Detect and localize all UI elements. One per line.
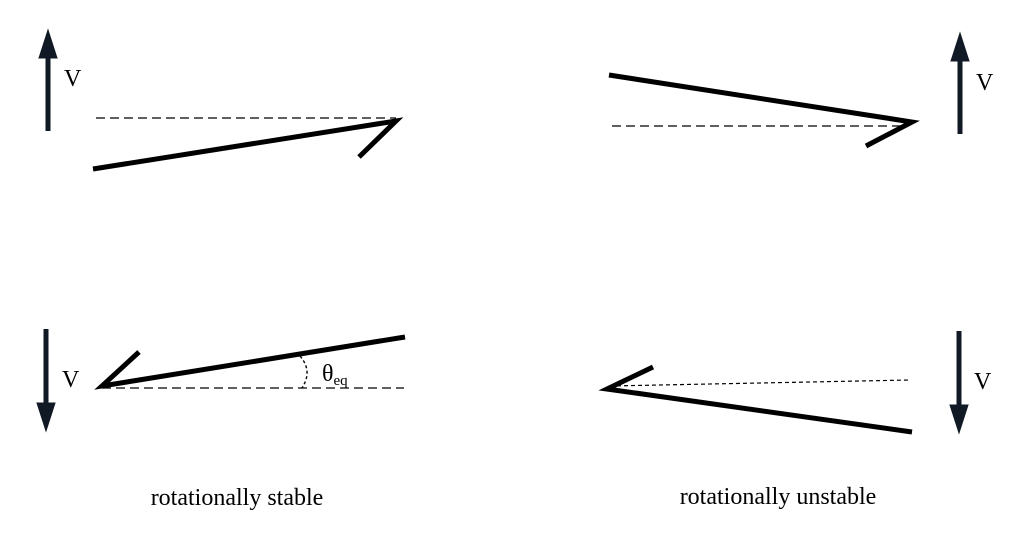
- caption-unstable: rotationally unstable: [680, 484, 877, 510]
- velocity-up-arrow-icon: [38, 28, 58, 131]
- velocity-down-arrow-icon: [949, 331, 969, 435]
- velocity-down-arrow-icon: [36, 329, 56, 433]
- velocity-label: V: [64, 66, 82, 92]
- angle-symbol: θ: [322, 361, 334, 387]
- velocity-label: V: [976, 70, 994, 96]
- velocity-label: V: [974, 369, 992, 395]
- panel-top-right: V: [608, 31, 994, 149]
- velocity-up-arrow-icon: [950, 31, 970, 134]
- velocity-label: V: [62, 367, 80, 393]
- caption-stable: rotationally stable: [151, 485, 324, 511]
- wing-shape: [92, 117, 404, 172]
- wing-shape: [608, 72, 920, 149]
- angle-arc: [299, 355, 308, 389]
- wing-shape: [598, 364, 913, 435]
- reference-line: [609, 379, 911, 387]
- wing-shape: [94, 334, 406, 390]
- panel-top-left: V: [38, 28, 404, 172]
- angle-label: θeq: [322, 361, 348, 389]
- panel-bottom-left: V θeq: [36, 329, 406, 433]
- angle-subscript: eq: [334, 373, 349, 389]
- panel-bottom-right: V: [598, 331, 992, 435]
